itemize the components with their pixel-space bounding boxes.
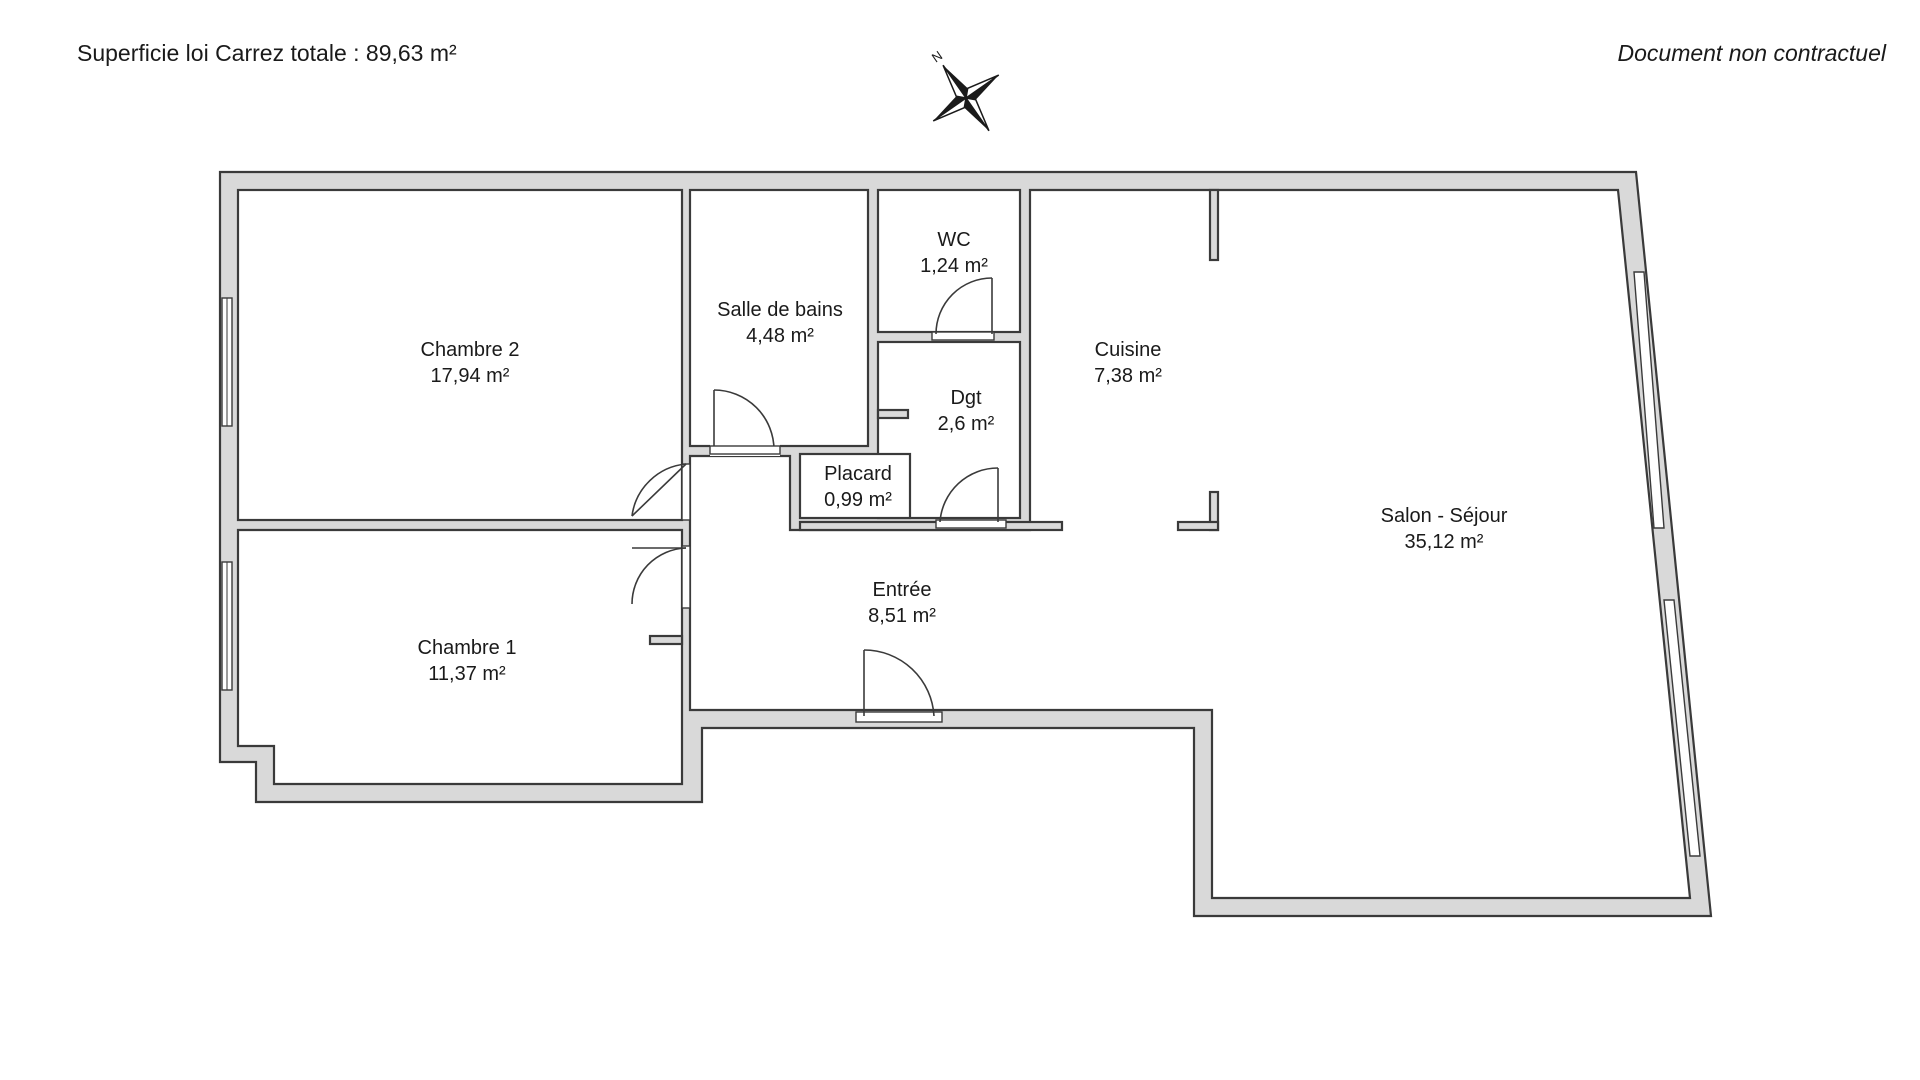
label-chambre-2-area: 17,94 m² [431, 365, 510, 387]
label-cuisine-area: 7,38 m² [1094, 365, 1162, 387]
partition-entree-wall [798, 520, 1064, 532]
window-chambre-2 [221, 297, 233, 427]
partition-cuisine-stub [1176, 520, 1220, 532]
label-chambre-2-name: Chambre 2 [421, 339, 520, 361]
room-salle-de-bains [688, 188, 870, 448]
window-salon-upper [1633, 271, 1665, 529]
door-chambre-2[interactable] [631, 463, 691, 521]
room-wc [876, 188, 1022, 334]
label-chambre-1-area: 11,37 m² [428, 663, 506, 685]
room-chambre-2 [236, 188, 684, 522]
north-label: N [929, 48, 945, 66]
window-salon-lower [1663, 599, 1701, 857]
label-dgt-name: Dgt [950, 387, 982, 409]
room-entree-cuisine-salon [688, 188, 1692, 900]
label-salon-sejour-area: 35,12 m² [1405, 531, 1484, 553]
label-salle-de-bains-name: Salle de bains [717, 299, 843, 321]
label-salon-sejour-name: Salon - Séjour [1381, 505, 1508, 527]
label-dgt-area: 2,6 m² [938, 413, 995, 435]
window-chambre-1 [221, 561, 233, 691]
label-wc-area: 1,24 m² [920, 255, 988, 277]
room-chambre-1 [236, 528, 684, 786]
label-placard-name: Placard [824, 463, 892, 485]
partition-chambre1-stub [648, 634, 684, 646]
label-entree-name: Entrée [873, 579, 932, 601]
partition-cuisine-salon [1208, 188, 1220, 262]
door-wc[interactable] [931, 277, 995, 341]
label-chambre-1-name: Chambre 1 [418, 637, 517, 659]
label-salle-de-bains-area: 4,48 m² [746, 325, 814, 347]
room-placard [798, 452, 912, 520]
door-salle-de-bains[interactable] [709, 389, 781, 456]
label-placard-area: 0,99 m² [824, 489, 892, 511]
total-area-text: Superficie loi Carrez totale : 89,63 m² [77, 40, 457, 66]
label-wc-name: WC [937, 229, 970, 251]
door-chambre-1[interactable] [631, 545, 691, 609]
label-cuisine-name: Cuisine [1095, 339, 1162, 361]
door-entree[interactable] [855, 649, 943, 723]
door-dgt[interactable] [935, 467, 1007, 529]
label-entree-area: 8,51 m² [868, 605, 936, 627]
partition-dgt-stub [876, 408, 910, 420]
disclaimer-text: Document non contractuel [1617, 40, 1887, 66]
north-arrow-compass-rose-icon: N [929, 48, 1000, 132]
